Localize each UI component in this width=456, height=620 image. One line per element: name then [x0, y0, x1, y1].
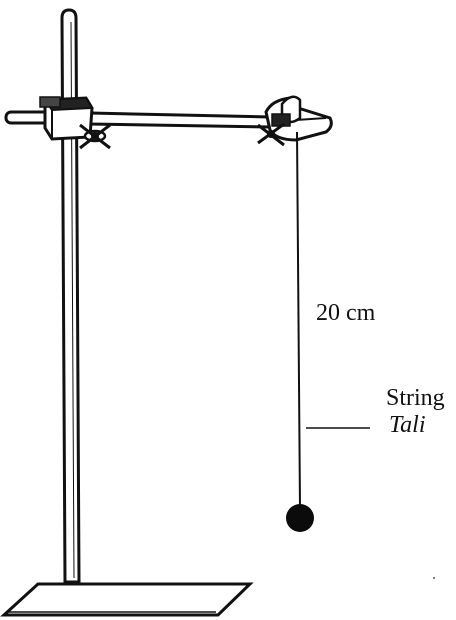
pendulum-string: [296, 131, 301, 509]
clamp-jaws: [264, 95, 333, 142]
length-label: 20 cm: [316, 300, 376, 326]
string-translation-label: Tali: [389, 412, 426, 438]
retort-stand-rod: [60, 8, 81, 584]
clamp-arm: [4, 110, 272, 129]
scan-speck: [433, 577, 435, 579]
pendulum-bob: [286, 504, 314, 532]
boss-head: [39, 96, 94, 141]
boss-head-screw: [79, 123, 111, 150]
retort-stand-base: [0, 582, 254, 617]
string-label: String: [386, 385, 445, 411]
clamp-screw: [257, 122, 285, 147]
